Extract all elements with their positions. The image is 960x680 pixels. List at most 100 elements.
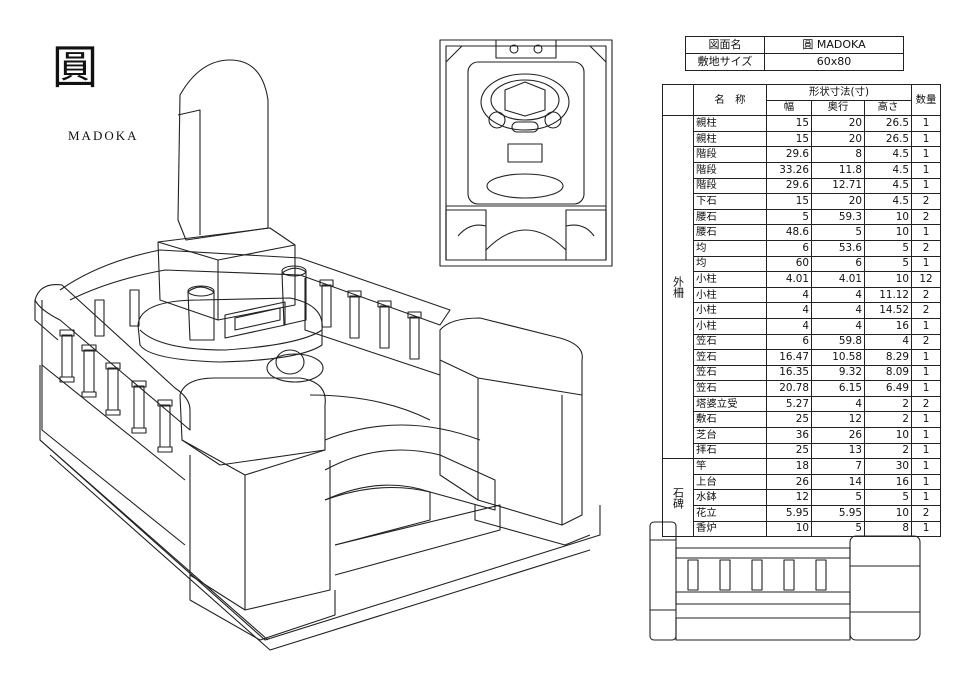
spec-cell-q: 1 xyxy=(911,380,941,397)
spec-cell-w: 16.35 xyxy=(766,364,812,382)
spec-cell-q: 1 xyxy=(911,115,941,132)
spec-cell-w: 36 xyxy=(766,427,812,444)
spec-cell-d: 9.32 xyxy=(811,364,865,382)
back-left-balusters xyxy=(94,289,140,337)
spec-cell-q: 2 xyxy=(911,239,941,257)
spec-cell-h: 8 xyxy=(864,520,912,538)
spec-cell-q: 1 xyxy=(911,411,941,429)
header-name: 名 称 xyxy=(693,83,767,117)
title-latin: MADOKA xyxy=(68,128,139,143)
spec-cell-q: 1 xyxy=(911,317,941,335)
spec-cell-w: 5 xyxy=(766,208,812,226)
spec-cell-h: 14.52 xyxy=(864,302,912,319)
spec-cell-w: 10 xyxy=(766,520,812,538)
spec-cell-d: 13 xyxy=(811,442,865,460)
spec-cell-q: 2 xyxy=(911,395,941,413)
spec-cell-h: 4.5 xyxy=(864,177,912,195)
spec-cell-h: 2 xyxy=(864,411,912,429)
spec-cell-q: 1 xyxy=(911,349,941,366)
spec-cell-d: 59.3 xyxy=(811,208,865,226)
spec-cell-h: 16 xyxy=(864,317,912,335)
spec-cell-h: 26.5 xyxy=(864,115,912,132)
spec-cell-h: 6.49 xyxy=(864,380,912,397)
spec-cell-h: 10 xyxy=(864,208,912,226)
spec-cell-q: 12 xyxy=(911,271,941,288)
spec-cell-h: 8.09 xyxy=(864,364,912,382)
drawing-name-label: 図面名 xyxy=(685,36,765,54)
spec-group-label: 外柵 xyxy=(662,115,694,460)
spec-cell-w: 4.01 xyxy=(766,271,812,288)
spec-cell-d: 6.15 xyxy=(811,380,865,397)
spec-cell-w: 15 xyxy=(766,115,812,132)
spec-cell-q: 2 xyxy=(911,302,941,319)
spec-cell-d: 7 xyxy=(811,458,865,475)
spec-cell-name: 笠石 xyxy=(693,380,767,397)
spec-cell-w: 15 xyxy=(766,130,812,148)
spec-cell-q: 1 xyxy=(911,177,941,195)
spec-cell-w: 25 xyxy=(766,442,812,460)
spec-cell-q: 2 xyxy=(911,333,941,351)
spec-cell-d: 20 xyxy=(811,115,865,132)
spec-cell-q: 1 xyxy=(911,489,941,507)
spec-cell-name: 笠石 xyxy=(693,364,767,382)
spec-cell-w: 29.6 xyxy=(766,146,812,163)
spec-cell-d: 5 xyxy=(811,520,865,538)
spec-cell-d: 20 xyxy=(811,193,865,210)
spec-cell-q: 1 xyxy=(911,161,941,179)
spec-cell-h: 10 xyxy=(864,505,912,522)
spec-cell-name: 拝石 xyxy=(693,442,767,460)
spec-cell-name: 階段 xyxy=(693,146,767,163)
info-table: 図面名 圓 MADOKA 敷地サイズ 60x80 xyxy=(685,36,904,71)
left-balusters xyxy=(59,329,173,453)
spec-cell-h: 5 xyxy=(864,255,912,273)
spec-cell-q: 1 xyxy=(911,224,941,241)
plan-view xyxy=(439,39,613,267)
spec-cell-w: 15 xyxy=(766,193,812,210)
header-width: 幅 xyxy=(766,99,812,117)
title-kanji: 圓 xyxy=(52,40,98,94)
spec-cell-d: 6 xyxy=(811,255,865,273)
spec-cell-name: 腰石 xyxy=(693,208,767,226)
spec-cell-w: 60 xyxy=(766,255,812,273)
spec-cell-q: 2 xyxy=(911,208,941,226)
spec-cell-d: 10.58 xyxy=(811,349,865,366)
spec-cell-d: 59.8 xyxy=(811,333,865,351)
spec-cell-w: 26 xyxy=(766,473,812,491)
spec-cell-name: 塔婆立受 xyxy=(693,395,767,413)
spec-cell-d: 5.95 xyxy=(811,505,865,522)
spec-cell-d: 11.8 xyxy=(811,161,865,179)
spec-cell-q: 1 xyxy=(911,364,941,382)
spec-cell-w: 12 xyxy=(766,489,812,507)
spec-cell-d: 53.6 xyxy=(811,239,865,257)
spec-cell-name: 小柱 xyxy=(693,271,767,288)
spec-cell-h: 26.5 xyxy=(864,130,912,148)
spec-cell-q: 2 xyxy=(911,286,941,304)
spec-cell-name: 敷石 xyxy=(693,411,767,429)
spec-cell-h: 8.29 xyxy=(864,349,912,366)
spec-cell-d: 12 xyxy=(811,411,865,429)
spec-cell-name: 竿 xyxy=(693,458,767,475)
spec-cell-d: 12.71 xyxy=(811,177,865,195)
spec-cell-name: 親柱 xyxy=(693,115,767,132)
spec-cell-d: 8 xyxy=(811,146,865,163)
header-dims: 形状寸法(寸) xyxy=(766,84,912,101)
spec-cell-q: 1 xyxy=(911,255,941,273)
spec-cell-w: 18 xyxy=(766,458,812,475)
spec-cell-w: 48.6 xyxy=(766,224,812,241)
spec-cell-q: 1 xyxy=(911,458,941,475)
spec-cell-name: 笠石 xyxy=(693,349,767,366)
spec-cell-name: 笠石 xyxy=(693,333,767,351)
elevation-view xyxy=(649,521,921,641)
spec-cell-h: 4.5 xyxy=(864,193,912,210)
